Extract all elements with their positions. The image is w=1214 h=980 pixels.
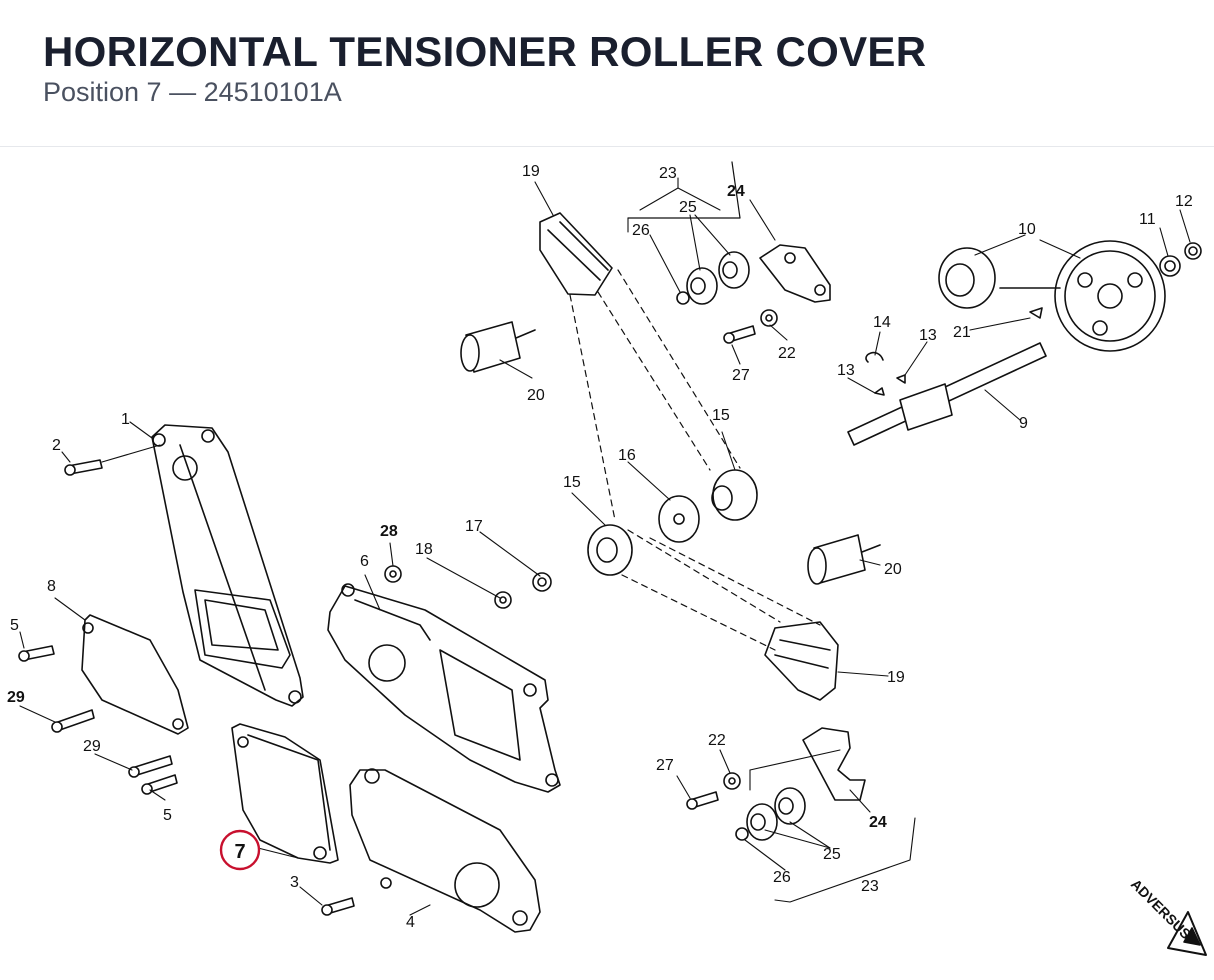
callout-22-b: 22 <box>708 732 726 749</box>
callout-9: 9 <box>1019 415 1028 432</box>
callout-25: 25 <box>679 199 697 216</box>
callout-1: 1 <box>121 411 130 428</box>
callout-24: 24 <box>727 183 745 200</box>
callout-19-b: 19 <box>887 669 905 686</box>
part-8-rear-cover-plate <box>81 614 189 735</box>
callout-20: 20 <box>527 387 545 404</box>
adversus-logo-text: ADVERSUS <box>1128 876 1194 942</box>
callout-29-b: 29 <box>83 738 101 755</box>
tensioner-assembly-lower <box>686 727 866 841</box>
callout-18: 18 <box>415 541 433 558</box>
callout-12: 12 <box>1175 193 1193 210</box>
callout-16: 16 <box>618 447 636 464</box>
camshaft-and-gears <box>847 240 1202 446</box>
callout-27: 27 <box>732 367 750 384</box>
position-7-highlight <box>219 829 299 871</box>
callout-4: 4 <box>406 914 415 931</box>
callout-23: 23 <box>659 165 677 182</box>
washers-and-nuts <box>384 565 552 609</box>
callout-13-b: 13 <box>837 362 855 379</box>
callout-15: 15 <box>712 407 730 424</box>
callout-10: 10 <box>1018 221 1036 238</box>
toothed-belts <box>539 212 839 701</box>
belt-routing-dashes <box>569 269 821 651</box>
screws <box>18 459 355 916</box>
callout-8: 8 <box>47 578 56 595</box>
callout-5-lower: 5 <box>163 807 172 824</box>
diagram-canvas: 1 2 3 4 5 5 6 8 9 10 11 12 13 13 14 15 1… <box>7 161 1207 956</box>
rubber-mounts <box>460 321 881 585</box>
callout-22: 22 <box>778 345 796 362</box>
callout-20-b: 20 <box>884 561 902 578</box>
callout-15-b: 15 <box>563 474 581 491</box>
callout-13: 13 <box>919 327 937 344</box>
callout-23-b: 23 <box>861 878 879 895</box>
callout-25-b: 25 <box>823 846 841 863</box>
adversus-logo <box>1167 911 1207 956</box>
part-6-middle-housing <box>327 583 561 793</box>
part-1-rear-cover <box>151 424 304 707</box>
callout-6: 6 <box>360 553 369 570</box>
callout-14: 14 <box>873 314 891 331</box>
page-header: HORIZONTAL TENSIONER ROLLER COVER Positi… <box>0 0 1214 147</box>
callout-5: 5 <box>10 617 19 634</box>
tensioner-assembly-upper <box>676 244 831 344</box>
part-4-front-cover <box>349 768 541 933</box>
callout-3: 3 <box>290 874 299 891</box>
leader-lines <box>19 161 1191 916</box>
page-subtitle: Position 7 — 24510101A <box>43 77 342 107</box>
callout-19: 19 <box>522 163 540 180</box>
callout-26: 26 <box>632 222 650 239</box>
callout-21: 21 <box>953 324 971 341</box>
callout-27-b: 27 <box>656 757 674 774</box>
pulleys <box>587 469 758 576</box>
callout-28: 28 <box>380 523 398 540</box>
part-7-tensioner-roller-cover <box>231 723 339 864</box>
callout-17: 17 <box>465 518 483 535</box>
position-7-label: 7 <box>234 841 245 863</box>
exploded-parts-diagram: 1 2 3 4 5 5 6 8 9 10 11 12 13 13 14 15 1… <box>0 147 1214 975</box>
callout-11: 11 <box>1139 211 1156 228</box>
callout-29: 29 <box>7 689 25 706</box>
page-title: HORIZONTAL TENSIONER ROLLER COVER <box>43 28 927 75</box>
callout-2: 2 <box>52 437 61 454</box>
callout-26-b: 26 <box>773 869 791 886</box>
callout-24-b: 24 <box>869 814 887 831</box>
